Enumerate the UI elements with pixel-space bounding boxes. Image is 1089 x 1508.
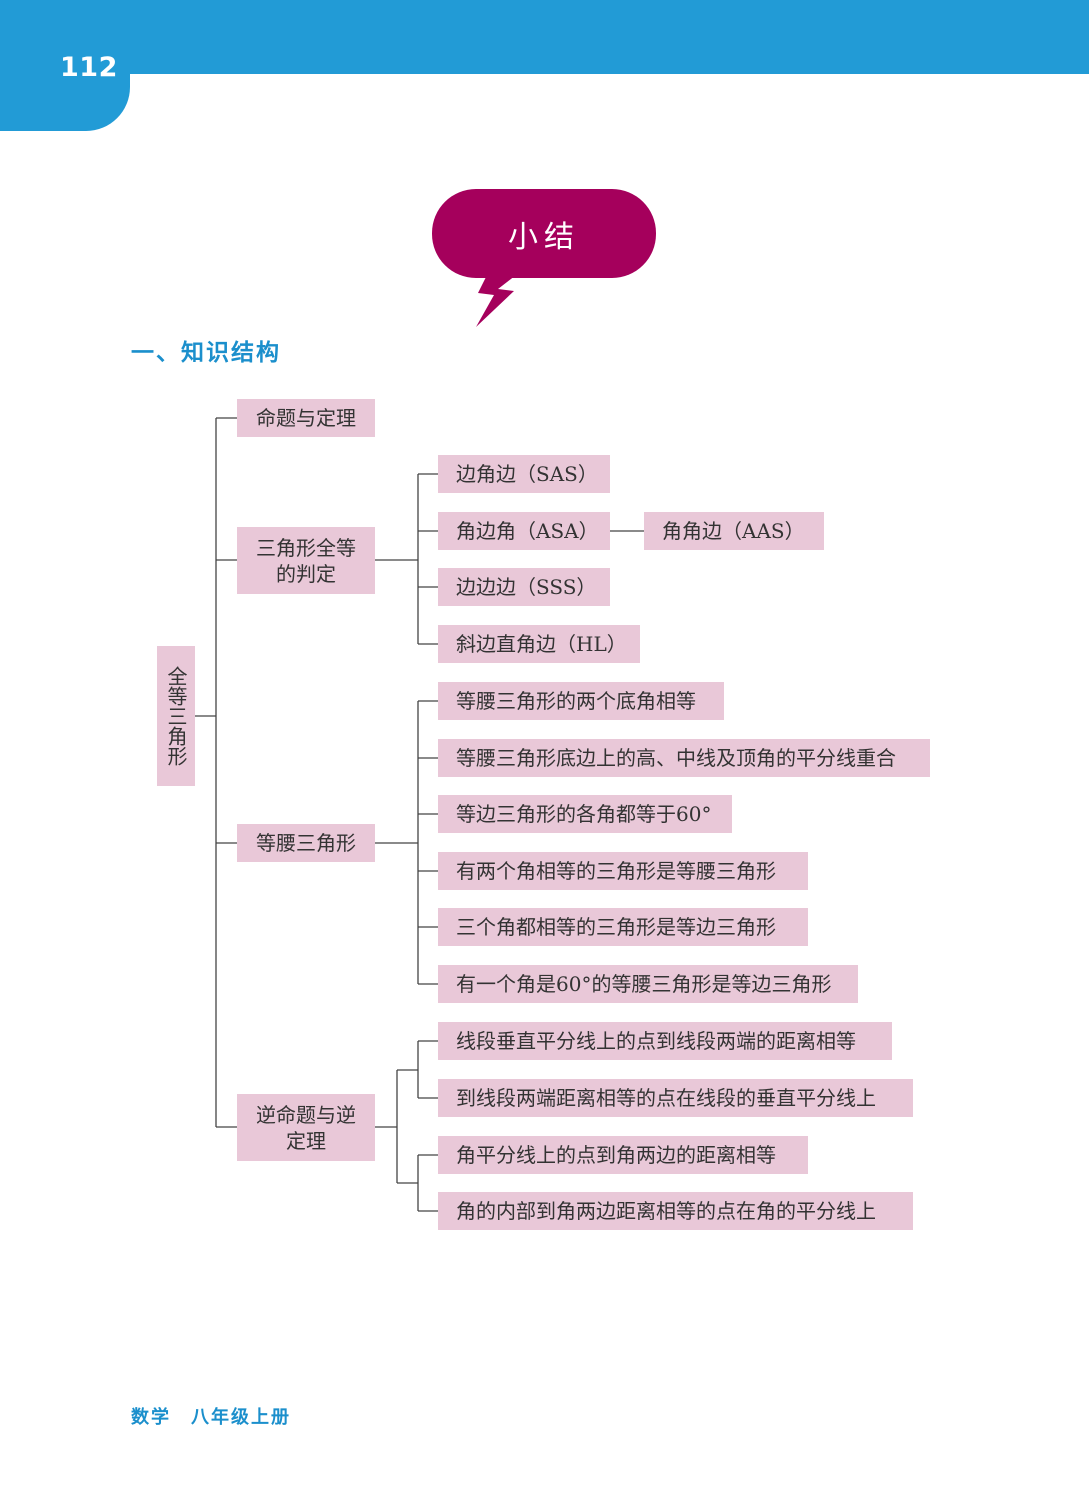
leaf-isosceles-1: 等腰三角形的两个底角相等 — [438, 682, 724, 720]
leaf-sas: 边角边（SAS） — [438, 455, 610, 493]
leaf-isosceles-6: 有一个角是60°的等腰三角形是等边三角形 — [438, 965, 858, 1003]
leaf-isosceles-4: 有两个角相等的三角形是等腰三角形 — [438, 852, 808, 890]
leaf-converse-1: 线段垂直平分线上的点到线段两端的距离相等 — [438, 1022, 892, 1060]
branch-isosceles-triangle: 等腰三角形 — [237, 824, 375, 862]
leaf-converse-2: 到线段两端距离相等的点在线段的垂直平分线上 — [438, 1079, 913, 1117]
leaf-converse-4: 角的内部到角两边距离相等的点在角的平分线上 — [438, 1192, 913, 1230]
leaf-isosceles-5: 三个角都相等的三角形是等边三角形 — [438, 908, 808, 946]
page-number-tab — [0, 0, 130, 131]
page-number: 112 — [60, 52, 118, 83]
branch-converse-propositions: 逆命题与逆 定理 — [237, 1094, 375, 1161]
leaf-isosceles-3: 等边三角形的各角都等于60° — [438, 795, 732, 833]
leaf-isosceles-2: 等腰三角形底边上的高、中线及顶角的平分线重合 — [438, 739, 930, 777]
book-footer: 数学 八年级上册 — [131, 1407, 291, 1428]
header-bar — [0, 0, 1089, 74]
branch-propositions-theorems: 命题与定理 — [237, 399, 375, 437]
summary-title: 小结 — [508, 220, 580, 255]
leaf-hl: 斜边直角边（HL） — [438, 625, 640, 663]
branch-congruence-criteria: 三角形全等 的判定 — [237, 527, 375, 594]
leaf-sss: 边边边（SSS） — [438, 568, 610, 606]
leaf-asa: 角边角（ASA） — [438, 512, 610, 550]
tree-root: 全等三角形 — [157, 646, 195, 786]
leaf-aas: 角角边（AAS） — [644, 512, 824, 550]
section-title: 一、知识结构 — [131, 340, 281, 366]
summary-speech-bubble — [432, 189, 656, 327]
leaf-converse-3: 角平分线上的点到角两边的距离相等 — [438, 1136, 808, 1174]
